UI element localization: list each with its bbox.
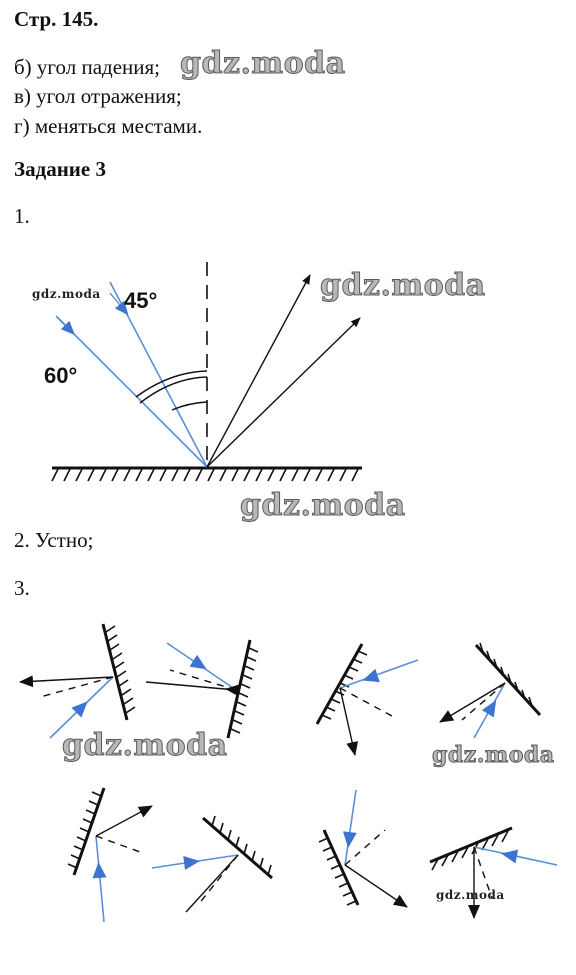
watermark: gdz.moda (240, 488, 406, 524)
watermark: gdz.moda (32, 287, 101, 301)
mirror-diagram-7 (318, 789, 408, 908)
page-title: Стр. 145. (14, 7, 99, 31)
watermark: gdz.moda (432, 742, 555, 769)
mirror-diagram-1 (19, 623, 136, 739)
angle-label-60: 60° (44, 363, 78, 388)
answer-v: в) угол отражения; (14, 84, 182, 108)
mirror-diagram-2 (145, 639, 259, 739)
task-title: Задание 3 (14, 157, 106, 181)
reflection-figure-1 (51, 262, 362, 482)
item-2-label: 2. Устно; (14, 528, 94, 552)
incident-ray-60 (55, 315, 208, 468)
watermark: gdz.moda (436, 888, 505, 902)
mirror-diagram-5 (67, 787, 153, 923)
answer-b: б) угол падения; (14, 55, 161, 79)
watermark: gdz.moda (320, 268, 486, 304)
watermark: gdz.moda (62, 728, 228, 764)
mirror (51, 466, 362, 482)
mirror-diagram-8 (429, 826, 558, 919)
mirror-diagram-3 (315, 643, 419, 756)
angle-label-45: 45° (124, 288, 158, 313)
item-3-label: 3. (14, 576, 30, 600)
angle-arc-60 (135, 370, 208, 398)
item-1-label: 1. (14, 204, 30, 228)
angle-arc-45 (171, 401, 208, 411)
reflection-figure-3 (19, 623, 558, 923)
reflected-ray-60 (206, 317, 361, 468)
reflected-ray-45 (206, 274, 311, 468)
mirror-diagram-4 (439, 642, 542, 739)
mirror-diagram-6 (151, 815, 273, 913)
watermark: gdz.moda (180, 46, 346, 82)
answer-g: г) меняться местами. (14, 114, 203, 138)
